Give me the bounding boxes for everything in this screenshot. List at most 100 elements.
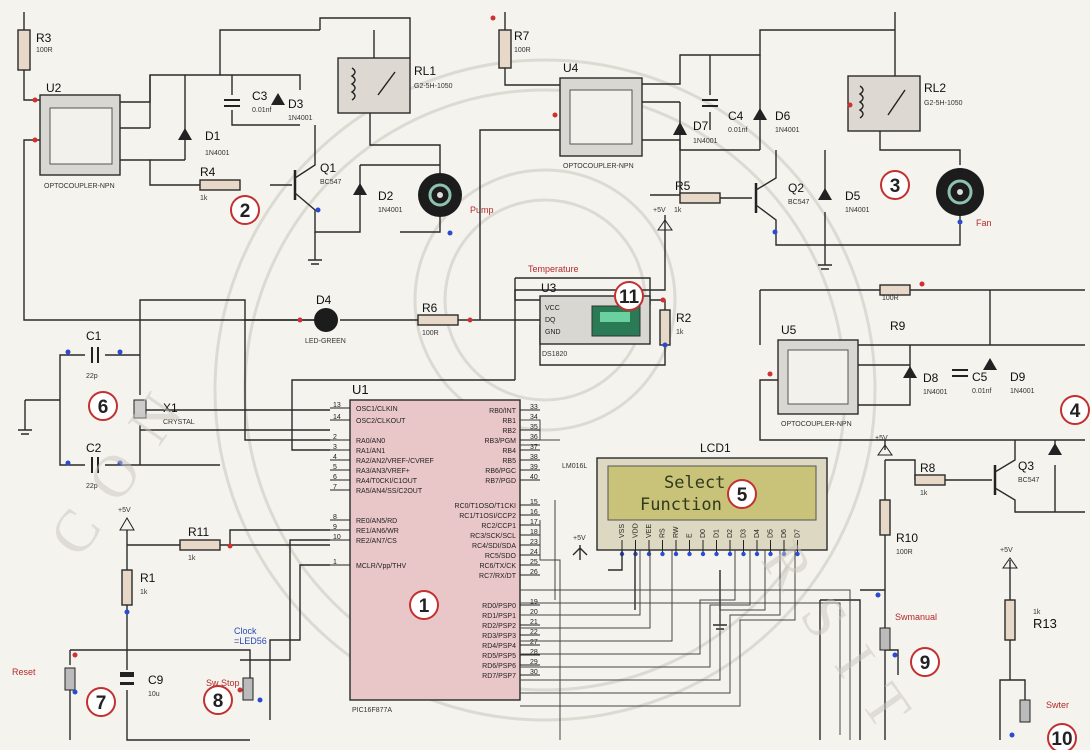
u1-pin-num: 22 xyxy=(530,629,538,636)
r1-resistor xyxy=(121,569,133,606)
d7-value: 1N4001 xyxy=(693,138,718,145)
d7-label: D7 xyxy=(693,119,709,133)
callout-4: 4 xyxy=(1060,395,1090,425)
d2-diode xyxy=(353,183,367,195)
r11-value: 1k xyxy=(188,555,196,562)
r3-label: R3 xyxy=(36,31,52,45)
u1-pin-name: RC2/CCP1 xyxy=(481,523,516,530)
u1-pin-name: RC0/T1OSO/T1CKI xyxy=(455,503,517,510)
r6-value: 100R xyxy=(422,330,439,337)
d3-diode xyxy=(271,93,285,105)
u1-pin-num: 3 xyxy=(333,444,337,451)
c4-label: C4 xyxy=(728,109,744,123)
u1-pin-name: RA4/T0CKI/C1OUT xyxy=(356,478,418,485)
lcd-label: LCD1 xyxy=(700,441,731,455)
r11-label: R11 xyxy=(188,525,209,539)
d8-value: 1N4001 xyxy=(923,389,948,396)
d6-diode xyxy=(753,108,767,120)
rl2-part: G2-5H-1050 xyxy=(924,100,963,107)
u1-pin-name: RE2/AN7/CS xyxy=(356,538,397,545)
bus-wires xyxy=(520,419,851,740)
c9-capacitor xyxy=(120,672,134,677)
sensor-section: D4 LED-GREEN R6 100R Temperature U3 VCC … xyxy=(245,264,692,366)
u1-pin-num: 13 xyxy=(333,402,341,409)
x1-value: CRYSTAL xyxy=(163,419,195,426)
u1-pin-name: OSC1/CLKIN xyxy=(356,406,398,413)
u3-pin-dq: DQ xyxy=(545,317,556,324)
u1-pin-num: 9 xyxy=(333,524,337,531)
c1-label: C1 xyxy=(86,329,102,343)
c1-value: 22p xyxy=(86,373,98,380)
r4-value: 1k xyxy=(200,195,208,202)
r1-label: R1 xyxy=(140,571,156,585)
c9-label: C9 xyxy=(148,673,164,687)
u1-pin-num: 5 xyxy=(333,464,337,471)
c5-value: 0.01nf xyxy=(972,388,992,395)
callout-11: 11 xyxy=(614,281,644,311)
u1-pin-num: 17 xyxy=(530,519,538,526)
r7-value: 100R xyxy=(514,47,531,54)
svg-text:7: 7 xyxy=(96,693,107,714)
u1-pin-name: RA2/AN2/VREF-/CVREF xyxy=(356,458,434,465)
sw-stop-switch[interactable] xyxy=(242,677,254,701)
r13-resistor xyxy=(1004,599,1016,641)
d2-value: 1N4001 xyxy=(378,207,403,214)
d8-label: D8 xyxy=(923,371,939,385)
u1-pin-num: 36 xyxy=(530,434,538,441)
callout-3: 3 xyxy=(880,170,910,200)
watermark-text-right: R S I T xyxy=(749,530,927,745)
u1-pin-num: 25 xyxy=(530,559,538,566)
u1-pin-num: 30 xyxy=(530,669,538,676)
d9-diode xyxy=(983,358,997,370)
u1-pin-num: 10 xyxy=(333,534,341,541)
u1-pin-num: 8 xyxy=(333,514,337,521)
reset-label: Reset xyxy=(12,667,36,677)
svg-text:11: 11 xyxy=(619,287,640,308)
u1-pin-num: 40 xyxy=(530,474,538,481)
reset-switch[interactable] xyxy=(64,667,76,691)
sw-manual-switch[interactable] xyxy=(879,627,891,651)
c3-value: 0.01nf xyxy=(252,107,272,114)
svg-text:4: 4 xyxy=(1070,401,1081,422)
u1-pin-num: 33 xyxy=(530,404,538,411)
r13-value: 1k xyxy=(1033,609,1041,616)
r9-value: 100R xyxy=(882,295,899,302)
r10-label: R10 xyxy=(896,531,918,545)
clock-label: Clock xyxy=(234,626,257,636)
x1-label: X1 xyxy=(163,401,178,415)
d5-diode xyxy=(818,188,832,200)
lcd-pin-name: D1 xyxy=(714,529,721,538)
u1-pin-name: RD3/PSP3 xyxy=(482,633,516,640)
rl1-part: G2-5H-1050 xyxy=(414,83,453,90)
c5-label: C5 xyxy=(972,370,988,384)
q3-label: Q3 xyxy=(1018,459,1034,473)
u1-pin-num: 24 xyxy=(530,549,538,556)
u5-label: U5 xyxy=(781,323,797,337)
u1-pin-name: RB4 xyxy=(502,448,516,455)
d2-label: D2 xyxy=(378,189,394,203)
u1-pin-num: 35 xyxy=(530,424,538,431)
u1-pin-num: 28 xyxy=(530,649,538,656)
lcd-pin-name: VSS xyxy=(619,524,626,538)
r1-value: 1k xyxy=(140,589,148,596)
lcd-pin-name: D2 xyxy=(727,529,734,538)
r10-resistor xyxy=(879,499,891,536)
u1-pin-name: RA0/AN0 xyxy=(356,438,385,445)
lcd-pin-name: VEE xyxy=(646,524,653,538)
sw-ter-label: Swter xyxy=(1046,700,1069,710)
u1-pin-num: 4 xyxy=(333,454,337,461)
u1-pin-name: RC3/SCK/SCL xyxy=(470,533,516,540)
u3-pin-vcc: VCC xyxy=(545,305,560,312)
d6-value: 1N4001 xyxy=(775,127,800,134)
u3-part: DS1820 xyxy=(542,351,567,358)
r9-resistor xyxy=(879,284,911,296)
u1-pin-num: 20 xyxy=(530,609,538,616)
sw-ter-switch[interactable] xyxy=(1019,699,1031,723)
lcd-pin-name: RS xyxy=(660,528,667,538)
d3-value: 1N4001 xyxy=(288,115,313,122)
lcd-pin-name: E xyxy=(687,533,694,538)
lcd-line-2: Function xyxy=(640,495,722,515)
r4-label: R4 xyxy=(200,165,216,179)
r3-value: 100R xyxy=(36,47,53,54)
